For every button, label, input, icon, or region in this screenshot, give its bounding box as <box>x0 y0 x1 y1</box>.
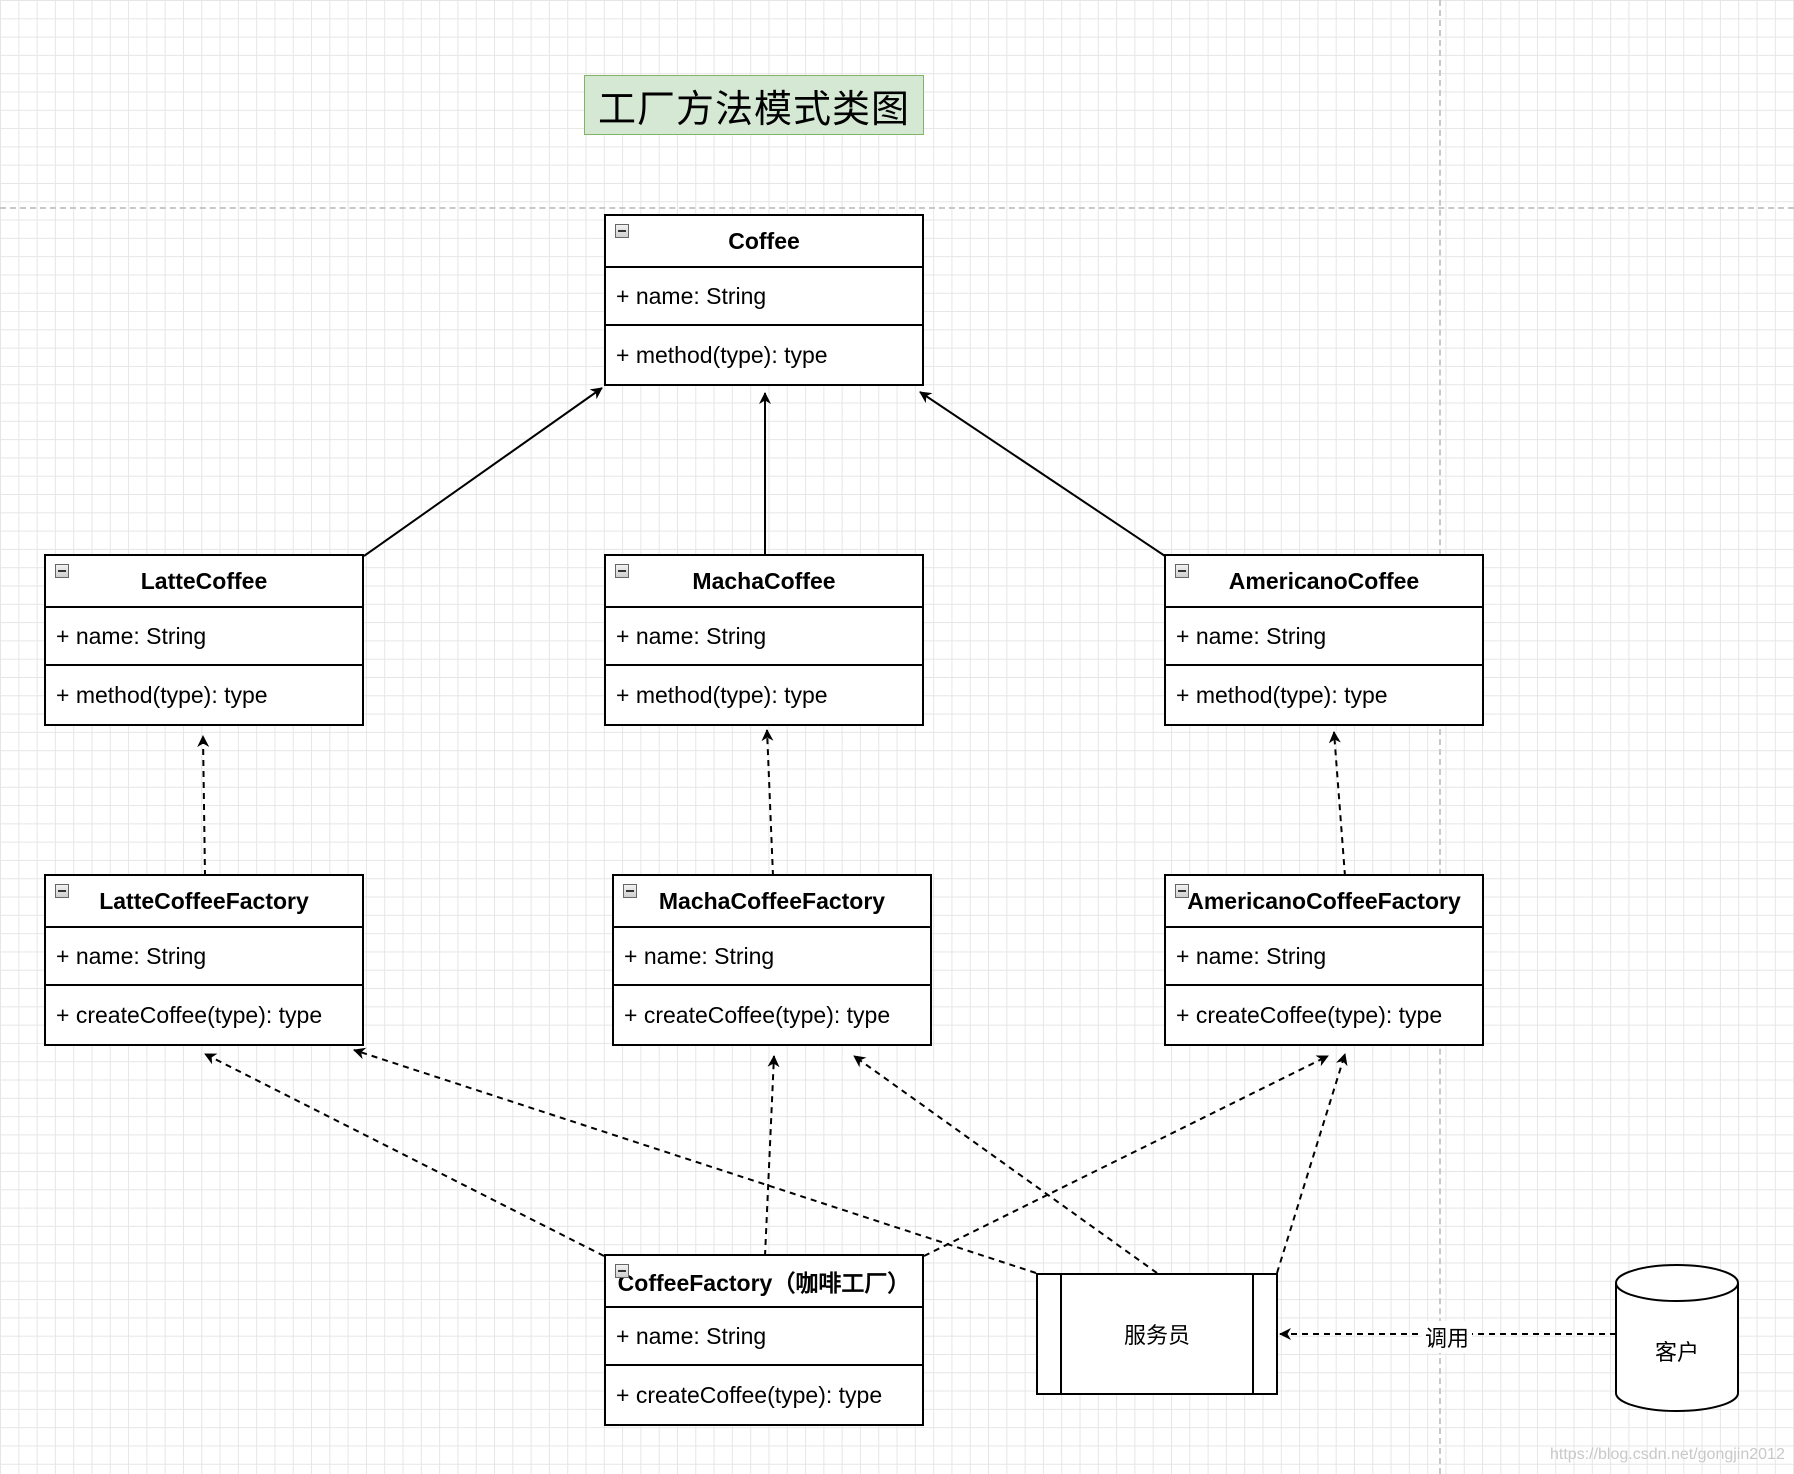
class-header: MachaCoffee <box>606 556 922 608</box>
edge-coffee-factory-to-latte-factory[interactable] <box>204 1053 605 1257</box>
class-name: MachaCoffeeFactory <box>658 887 886 914</box>
diagram-title[interactable]: 工厂方法模式类图 <box>584 75 924 135</box>
class-name: MachaCoffee <box>692 567 836 594</box>
collapse-icon[interactable] <box>1175 564 1189 578</box>
class-attribute: + name: String <box>614 928 930 986</box>
watermark: https://blog.csdn.net/gongjin2012 <box>1550 1446 1785 1463</box>
class-method: + createCoffee(type): type <box>624 1001 891 1028</box>
collapse-icon[interactable] <box>615 224 629 238</box>
class-header: AmericanoCoffee <box>1166 556 1482 608</box>
collapse-icon[interactable] <box>1175 884 1189 898</box>
class-attribute: + name: String <box>606 1308 922 1366</box>
class-macha-coffee[interactable]: MachaCoffee + name: String + method(type… <box>604 554 924 726</box>
class-americano-coffee[interactable]: AmericanoCoffee + name: String + method(… <box>1164 554 1484 726</box>
class-method: + method(type): type <box>616 341 828 368</box>
class-method: + createCoffee(type): type <box>616 1381 883 1408</box>
class-name: LatteCoffee <box>140 567 268 594</box>
class-method: + method(type): type <box>56 681 268 708</box>
customer-cylinder[interactable] <box>1615 1264 1739 1412</box>
edge-americano-factory-to-americano[interactable] <box>1328 731 1346 877</box>
class-header: CoffeeFactory（咖啡工厂） <box>606 1256 922 1308</box>
class-macha-coffee-factory[interactable]: MachaCoffeeFactory + name: String + crea… <box>612 874 932 1046</box>
class-method: + createCoffee(type): type <box>56 1001 323 1028</box>
class-attribute: + name: String <box>1166 928 1482 986</box>
class-americano-coffee-factory[interactable]: AmericanoCoffeeFactory + name: String + … <box>1164 874 1484 1046</box>
class-method: + method(type): type <box>1176 681 1388 708</box>
edge-waiter-to-latte-factory[interactable] <box>353 1047 1037 1274</box>
class-header: LatteCoffeeFactory <box>46 876 362 928</box>
collapse-icon[interactable] <box>615 564 629 578</box>
page-break-vertical <box>1439 0 1441 1474</box>
edge-macha-factory-to-macha[interactable] <box>761 729 774 877</box>
class-header: LatteCoffee <box>46 556 362 608</box>
class-coffee[interactable]: Coffee + name: String + method(type): ty… <box>604 214 924 386</box>
class-method: + method(type): type <box>616 681 828 708</box>
class-attribute: + name: String <box>1166 608 1482 666</box>
waiter-process-box[interactable]: 服务员 <box>1036 1273 1278 1395</box>
edge-americano-to-coffee[interactable] <box>919 391 1166 557</box>
class-attribute: + name: String <box>606 268 922 326</box>
edge-coffee-factory-to-americano-factory[interactable] <box>923 1055 1329 1257</box>
page-break-horizontal <box>0 207 1794 209</box>
edge-coffee-factory-to-macha-factory[interactable] <box>764 1055 780 1257</box>
class-latte-coffee[interactable]: LatteCoffee + name: String + method(type… <box>44 554 364 726</box>
class-header: Coffee <box>606 216 922 268</box>
waiter-label: 服务员 <box>1123 1324 1190 1349</box>
collapse-icon[interactable] <box>615 1264 629 1278</box>
process-bar-right <box>1252 1275 1254 1393</box>
class-latte-coffee-factory[interactable]: LatteCoffeeFactory + name: String + crea… <box>44 874 364 1046</box>
edge-latte-to-coffee[interactable] <box>363 387 603 557</box>
edge-waiter-to-macha-factory[interactable] <box>853 1055 1158 1274</box>
edge-latte-factory-to-latte[interactable] <box>197 735 210 877</box>
class-attribute: + name: String <box>46 608 362 666</box>
class-name: Coffee <box>728 227 800 254</box>
class-coffee-factory[interactable]: CoffeeFactory（咖啡工厂） + name: String + cre… <box>604 1254 924 1426</box>
process-bar-left <box>1060 1275 1062 1393</box>
class-name: AmericanoCoffeeFactory <box>1187 887 1461 914</box>
class-name: CoffeeFactory（咖啡工厂） <box>617 1270 911 1296</box>
customer-label: 客户 <box>1654 1341 1699 1366</box>
class-header: MachaCoffeeFactory <box>614 876 930 928</box>
edge-waiter-to-americano-factory[interactable] <box>1276 1053 1348 1274</box>
class-header: AmericanoCoffeeFactory <box>1166 876 1482 928</box>
class-attribute: + name: String <box>606 608 922 666</box>
class-name: AmericanoCoffee <box>1228 567 1420 594</box>
call-label: 调用 <box>1422 1321 1472 1353</box>
collapse-icon[interactable] <box>55 564 69 578</box>
collapse-icon[interactable] <box>55 884 69 898</box>
collapse-icon[interactable] <box>623 884 637 898</box>
class-name: LatteCoffeeFactory <box>99 887 309 914</box>
class-method: + createCoffee(type): type <box>1176 1001 1443 1028</box>
class-attribute: + name: String <box>46 928 362 986</box>
